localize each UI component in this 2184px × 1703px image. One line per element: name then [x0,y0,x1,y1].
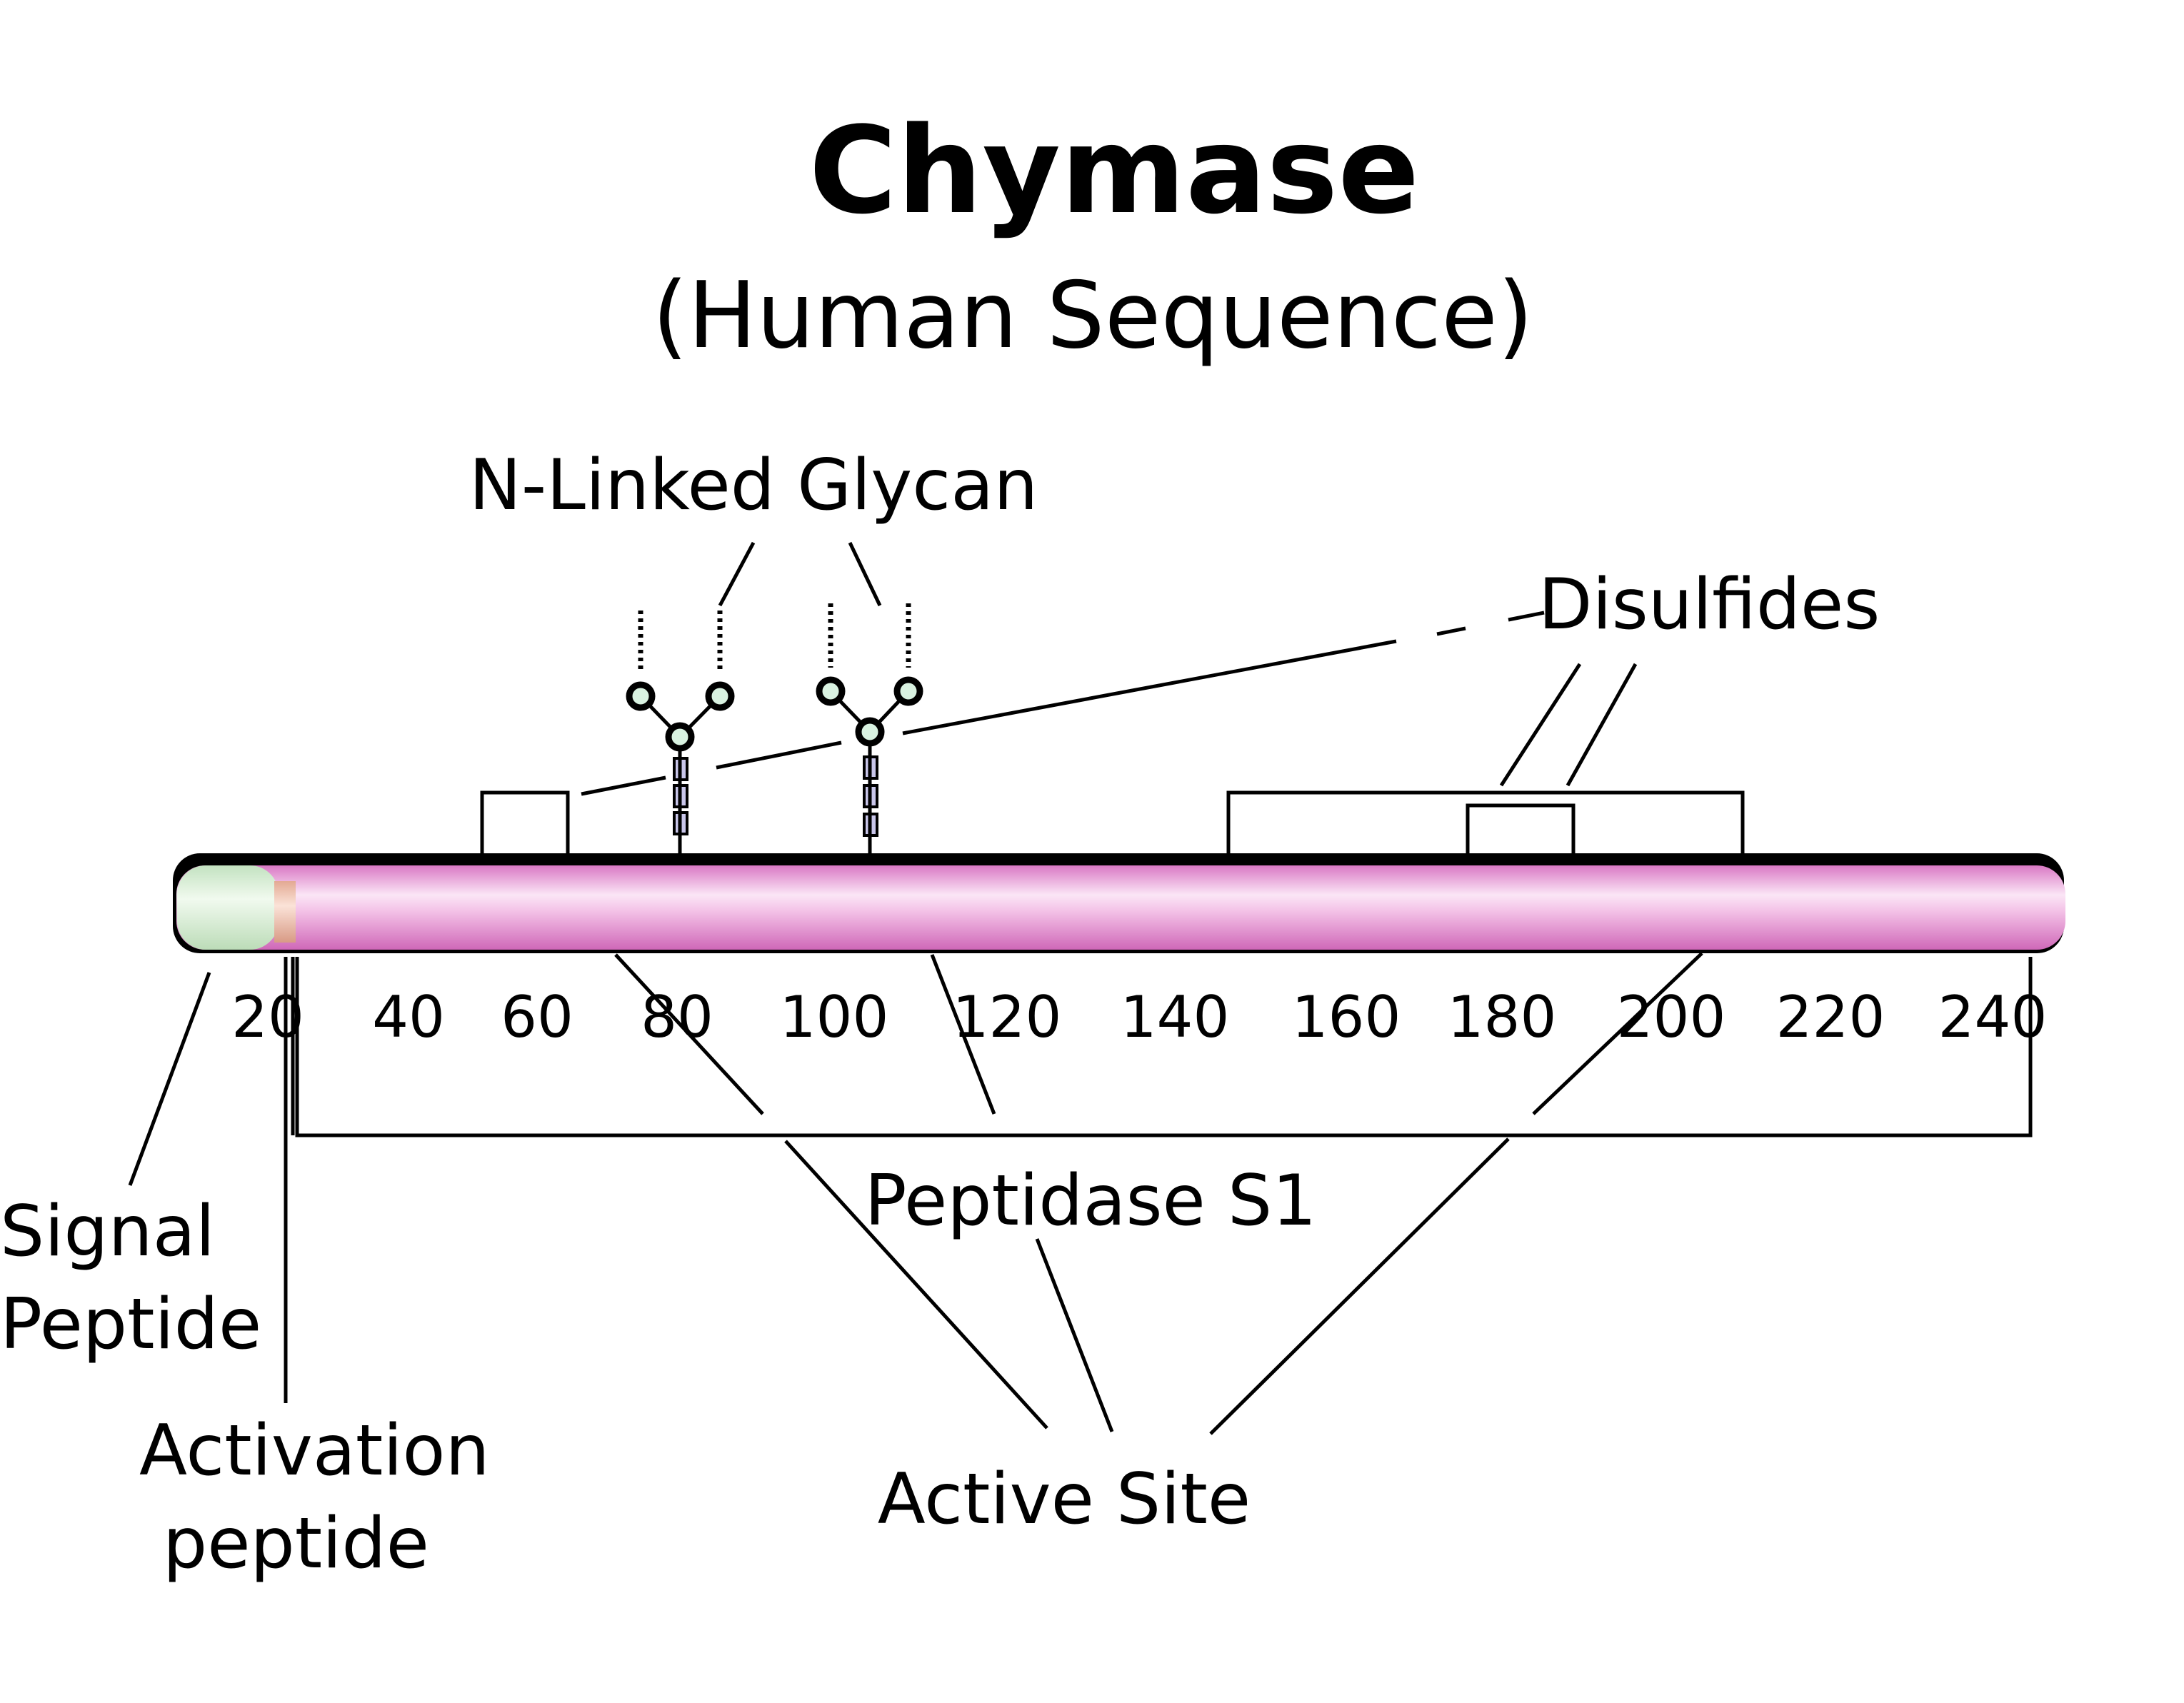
disulfide-bracket-3 [1466,803,1576,857]
tick-label: 120 [953,984,1062,1050]
axis-ticks: 20 40 60 80 100 120 140 160 180 200 220 … [231,984,2047,1050]
page-title: Chymase [809,101,1420,241]
active-site-leaders [614,952,1703,1435]
disulfides-label: Disulfides [1538,564,1880,645]
tick-label: 180 [1448,984,1557,1050]
tick-label: 220 [1776,984,1885,1050]
protein-bar [173,853,2065,953]
activation-peptide-label: Activation peptide [139,1410,512,1584]
activation-peptide-label-line2: peptide [163,1503,429,1584]
disulfide-bracket-1 [480,790,570,857]
tick-label: 100 [780,984,889,1050]
peptidase-s1-label: Peptidase S1 [864,1160,1316,1242]
peptidase-bracket [295,957,2033,1137]
page-subtitle: (Human Sequence) [652,263,1533,369]
signal-peptide-label-line1: Signal [0,1191,215,1272]
disulfide-leaders [581,611,1638,796]
active-site-label: Active Site [878,1459,1251,1540]
tick-label: 140 [1121,984,1230,1050]
tick-label: 160 [1292,984,1401,1050]
glycan-structure-1 [626,611,735,864]
signal-peptide-label-line2: Peptide [0,1284,261,1365]
signal-peptide-segment [177,865,279,950]
glycan-label: N-Linked Glycan [469,445,1038,526]
activation-peptide-segment [274,881,296,943]
signal-peptide-label: Signal Peptide [0,1191,261,1365]
tick-label: 60 [501,984,573,1050]
tick-label: 40 [372,984,445,1050]
disulfide-brackets [480,790,1745,857]
activation-peptide-label-line1: Activation [139,1410,490,1492]
disulfide-bracket-2 [1226,790,1745,857]
glycan-structure-2 [816,603,923,864]
